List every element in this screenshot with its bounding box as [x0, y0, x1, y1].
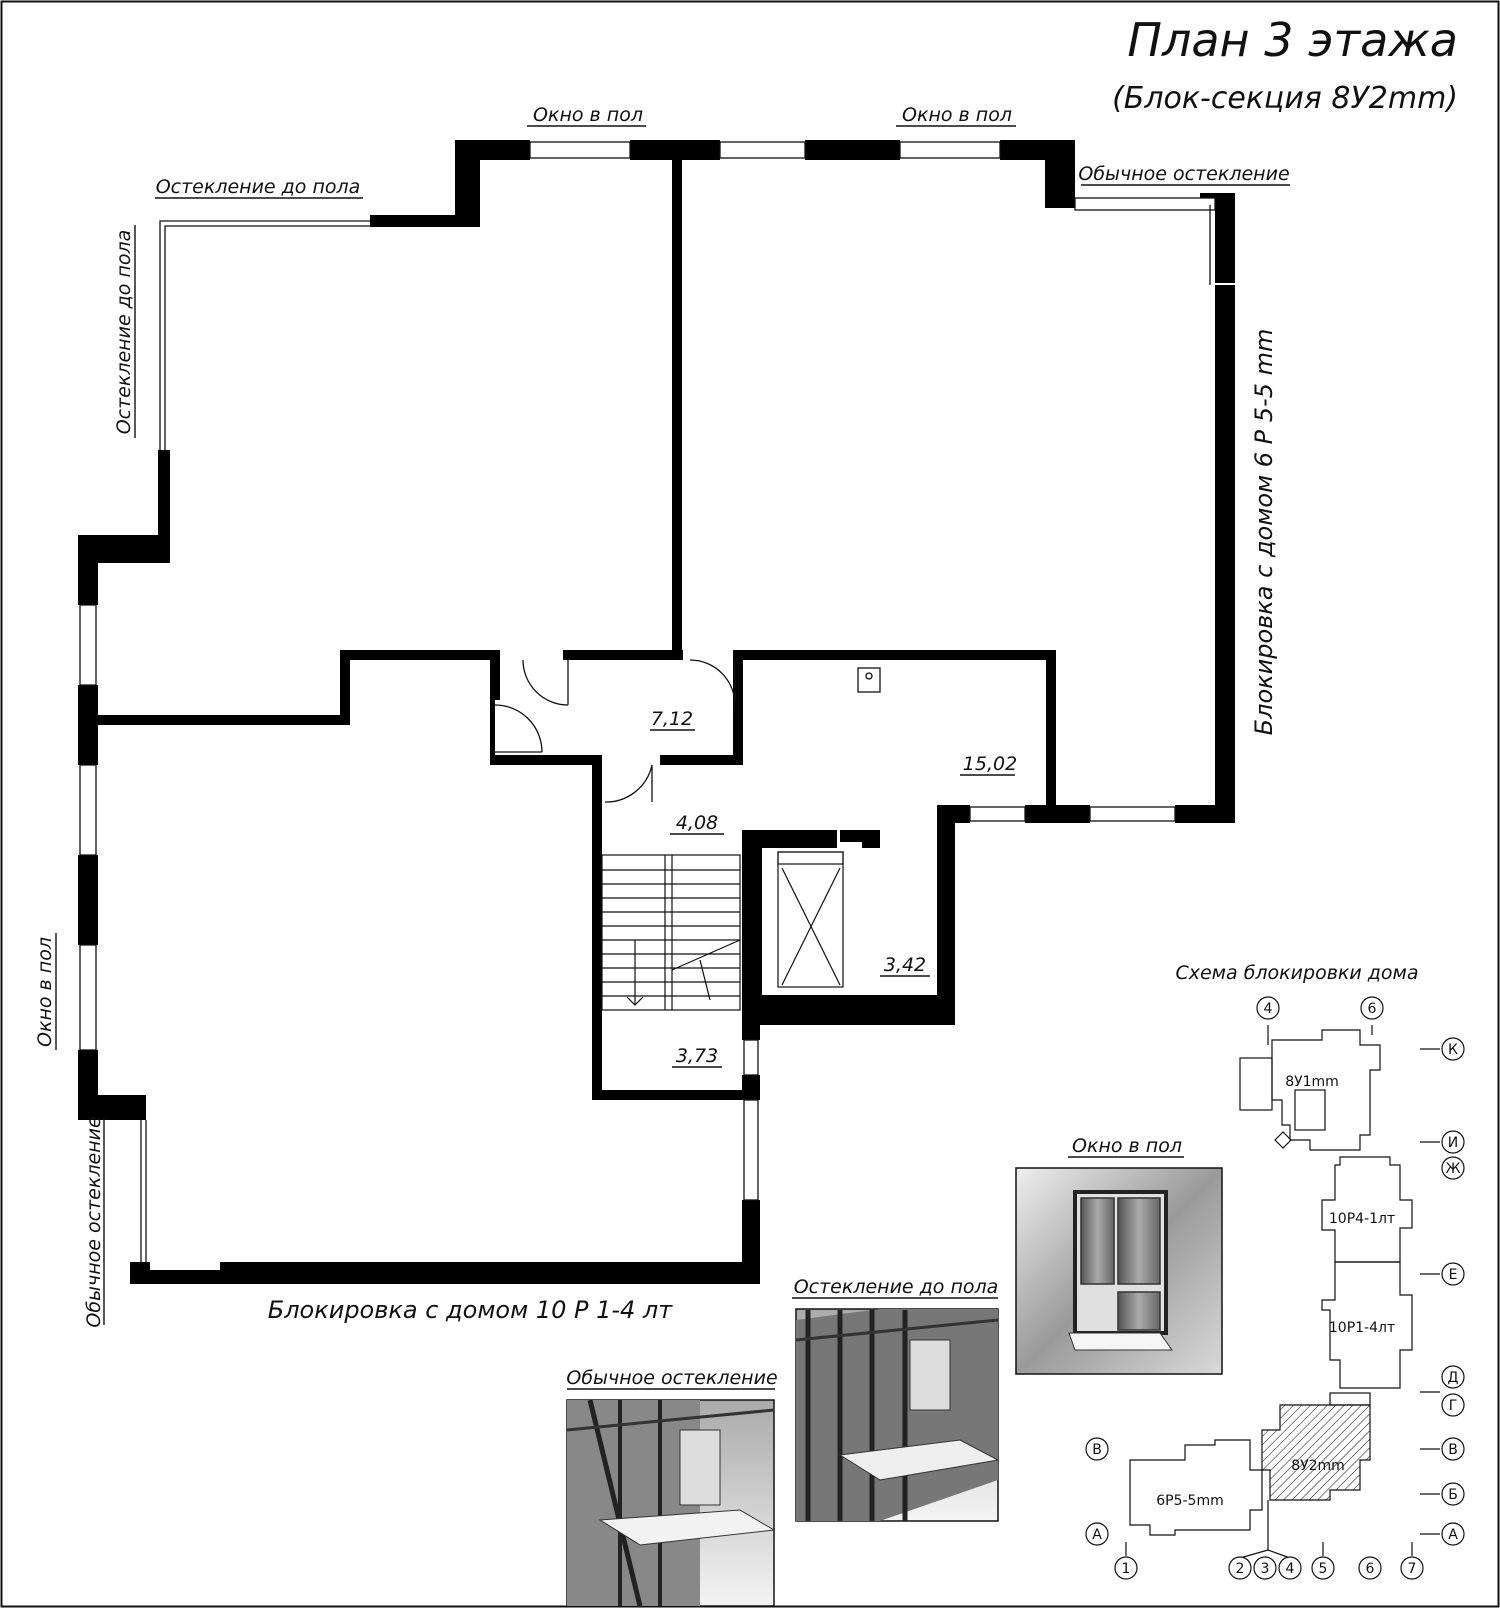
axis-top-4: 4 — [1264, 1001, 1273, 1017]
scheme-label-8U2mm: 8У2mm — [1291, 1458, 1345, 1474]
label-window-floor-left: Окно в пол — [34, 937, 56, 1047]
axis-left-V: В — [1092, 1442, 1102, 1458]
photo-window-floor — [1015, 1167, 1223, 1375]
axis-bubbles — [1085, 996, 1465, 1580]
axis-right-I: И — [1448, 1135, 1458, 1151]
axis-right-G: Г — [1449, 1398, 1458, 1414]
scheme-label-6P5: 6Р5-5mm — [1156, 1493, 1224, 1509]
axis-bottom-3: 3 — [1261, 1561, 1270, 1577]
axis-right-B: Б — [1448, 1487, 1458, 1503]
label-window-floor-2: Окно в пол — [902, 104, 1012, 126]
axis-right-K: К — [1448, 1042, 1458, 1058]
blocking-scheme — [1125, 1025, 1440, 1559]
scheme-section-8U1mm — [1271, 1029, 1381, 1151]
label-adjacency-right: Блокировка с домом 6 Р 5-5 mm — [1250, 329, 1278, 736]
photo-label-to-floor: Остекление до пола — [794, 1276, 999, 1298]
axis-right-E: Е — [1449, 1267, 1458, 1283]
axis-bottom-1: 1 — [1122, 1561, 1131, 1577]
photo-label-window-floor: Окно в пол — [1072, 1135, 1182, 1157]
axis-bottom-5: 5 — [1319, 1561, 1328, 1577]
room-area-3-73: 3,73 — [676, 1045, 718, 1067]
scheme-title: Схема блокировки дома — [1175, 962, 1418, 984]
scheme-section-10P1 — [1321, 1261, 1413, 1389]
axis-bottom-4: 4 — [1286, 1561, 1295, 1577]
axis-right-A: А — [1448, 1527, 1458, 1543]
scheme-section-10P4 — [1321, 1156, 1413, 1263]
doors — [494, 659, 881, 803]
room-area-3-42: 3,42 — [884, 954, 926, 976]
axis-right-V: В — [1448, 1442, 1458, 1458]
label-ordinary-glazing-top: Обычное остекление — [1078, 163, 1289, 185]
label-window-floor-1: Окно в пол — [533, 104, 643, 126]
axis-bottom-2: 2 — [1236, 1561, 1245, 1577]
axis-right-Zh: Ж — [1445, 1161, 1460, 1177]
axis-top-6: 6 — [1368, 1001, 1377, 1017]
interior-walls — [98, 155, 1056, 1100]
plan-subtitle: (Блок-секция 8У2mm) — [1112, 81, 1458, 116]
axis-bottom-7: 7 — [1408, 1561, 1417, 1577]
photo-ordinary — [566, 1399, 776, 1607]
label-to-floor-top: Остекление до пола — [156, 176, 361, 198]
floor-glazing — [140, 205, 1211, 1264]
elevator-shaft — [777, 851, 844, 988]
room-area-4-08: 4,08 — [676, 812, 718, 834]
scheme-label-10P1: 10Р1-4лт — [1329, 1320, 1395, 1336]
scheme-section-6P5 — [1129, 1439, 1263, 1536]
scheme-section-8U2mm — [1261, 1404, 1371, 1501]
label-to-floor-left: Остекление до пола — [113, 230, 135, 435]
axis-labels: 4 6 К И Ж Е Д Г В Б А В А 1 2 3 4 5 6 7 — [1092, 1001, 1460, 1577]
axis-left-A: А — [1092, 1527, 1102, 1543]
scheme-label-8U1mm: 8У1mm — [1285, 1074, 1339, 1090]
room-area-15-02: 15,02 — [963, 753, 1017, 775]
scheme-label-10P4: 10Р4-1лт — [1329, 1211, 1395, 1227]
plan-title: План 3 этажа — [1127, 13, 1458, 67]
photo-to-floor — [795, 1308, 1000, 1522]
label-adjacency-bottom: Блокировка с домом 10 Р 1-4 лт — [268, 1296, 674, 1324]
room-area-7-12: 7,12 — [651, 708, 693, 730]
axis-right-D: Д — [1448, 1370, 1459, 1386]
windows — [79, 141, 1216, 1201]
photo-label-ordinary: Обычное остекление — [566, 1367, 777, 1389]
axis-bottom-6: 6 — [1366, 1561, 1375, 1577]
stairs — [601, 854, 741, 1011]
label-ordinary-glazing-left: Обычное остекление — [83, 1116, 105, 1327]
external-walls — [78, 140, 1235, 1284]
